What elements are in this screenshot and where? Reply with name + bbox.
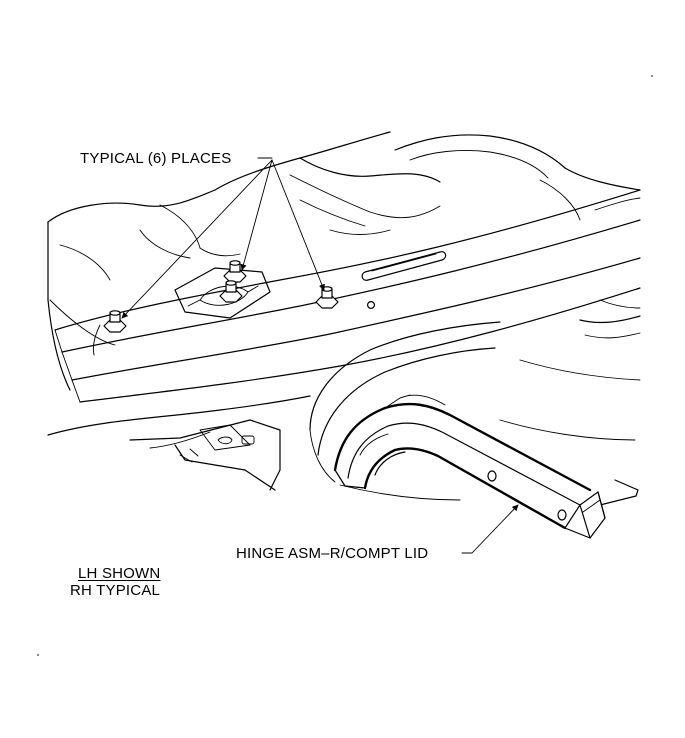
note-line-1: LH SHOWN: [78, 565, 161, 582]
fastener-nut-left: [103, 310, 127, 333]
hinge-assembly: [333, 394, 606, 539]
fastener-nut-right: [315, 286, 339, 309]
fastener-nut-center-low: [219, 280, 243, 303]
lower-floor-panel: [47, 395, 311, 491]
note-line-2: RH TYPICAL: [70, 582, 161, 599]
fastener-leader-lines: [121, 157, 325, 319]
fastener-nuts: [103, 260, 339, 333]
hinge-leader-line: [461, 504, 519, 554]
center-mount-pad: [174, 267, 271, 319]
stray-mark: [37, 654, 39, 656]
stray-mark: [651, 75, 653, 77]
trunk-well-outline: [309, 321, 501, 501]
fastener-nut-center-top: [223, 260, 247, 283]
fastener-callout-label: TYPICAL (6) PLACES: [80, 150, 232, 167]
body-floor-panels: [47, 131, 641, 391]
hinge-callout-label: HINGE ASM–R/COMPT LID: [236, 545, 429, 562]
right-lower-structure: [499, 299, 641, 506]
rear-cross-panel: [54, 189, 641, 403]
